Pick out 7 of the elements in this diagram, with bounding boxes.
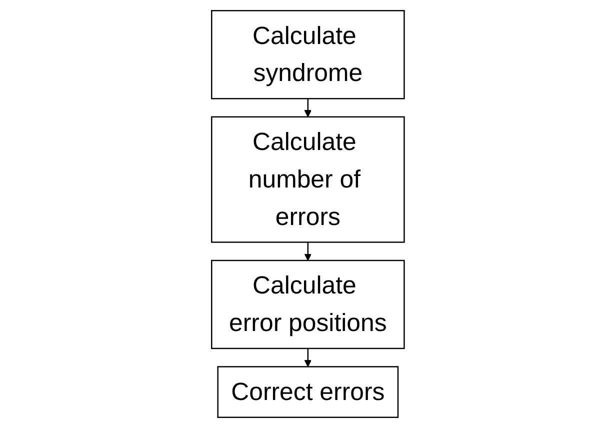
arrow [304, 98, 312, 118]
arrow [304, 242, 312, 261]
arrow [304, 348, 312, 368]
node-box: Calculate syndrome [211, 10, 405, 100]
node-box: Calculate number of errors [211, 116, 405, 243]
node-box: Calculate error positions [211, 260, 405, 350]
node-box: Correct errors [217, 366, 399, 418]
